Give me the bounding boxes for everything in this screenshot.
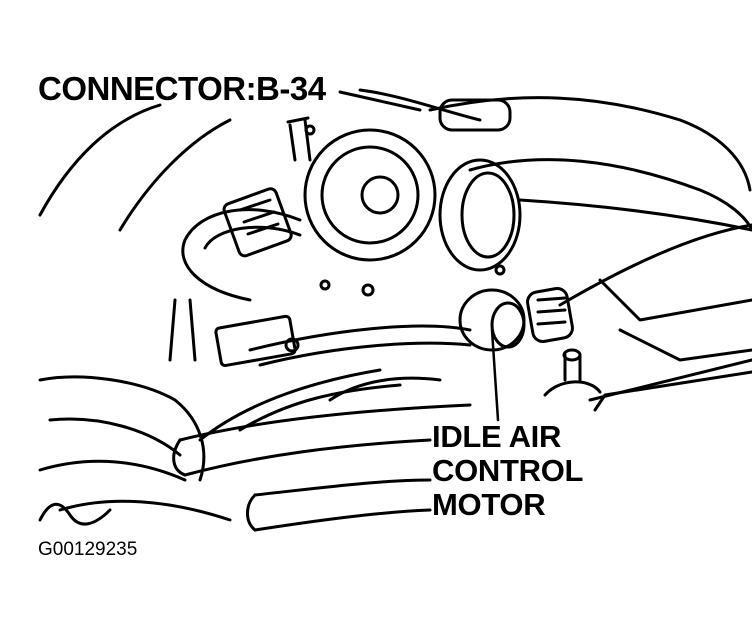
- lower-hose-cap: [172, 438, 187, 477]
- connector-label: CONNECTOR:B-34: [38, 70, 326, 107]
- stud-top: [562, 348, 582, 362]
- iac-motor-label: IDLE AIR CONTROL MOTOR: [432, 420, 583, 522]
- linkage-block: [214, 314, 297, 368]
- lower-hose-bottom-edge: [253, 508, 432, 532]
- left-upper-arc-2: [118, 118, 232, 232]
- connector-leader: [338, 90, 422, 112]
- throttle-body-center: [360, 175, 400, 215]
- left-vertical: [168, 298, 197, 362]
- iac-connector-ribs: [536, 296, 567, 326]
- lower-right-plate-edge: [593, 370, 752, 412]
- vacuum-pipe-top: [286, 116, 310, 124]
- stud-base: [543, 380, 602, 397]
- left-upper-arc: [38, 103, 162, 217]
- iac-label-line-2: CONTROL: [432, 453, 584, 488]
- iac-label-line-1: IDLE AIR: [432, 419, 562, 454]
- intake-flange-inner: [460, 171, 516, 259]
- linkage-pivot: [284, 337, 300, 353]
- left-wire-b: [38, 459, 187, 482]
- mid-cable-c: [328, 376, 442, 402]
- intake-flange: [438, 158, 522, 272]
- long-right-curve: [558, 223, 752, 307]
- lower-hose-upper-edge: [183, 438, 432, 477]
- throttle-body-outer: [303, 128, 437, 262]
- linkage-rail-lower: [258, 341, 472, 367]
- bolt-c: [494, 264, 506, 276]
- upper-hose-lower-edge: [468, 158, 752, 232]
- mid-cable-b: [238, 383, 402, 432]
- lower-hose-bottom: [253, 478, 432, 497]
- right-bracket: [598, 278, 752, 322]
- left-frame: [38, 375, 206, 482]
- connector-hose: [358, 88, 482, 122]
- connector-body: [438, 98, 512, 132]
- bolt-a: [319, 279, 331, 291]
- figure-code: G00129235: [38, 539, 138, 560]
- left-squiggle: [38, 502, 112, 526]
- left-connector: [222, 187, 293, 258]
- linkage-rail: [248, 324, 472, 352]
- iac-motor-face: [490, 301, 526, 349]
- mid-cable-a: [198, 368, 382, 442]
- vacuum-pipe: [288, 118, 312, 162]
- left-connector-ribs: [238, 198, 280, 236]
- left-wire-a: [48, 417, 182, 457]
- left-wire-c: [58, 499, 232, 522]
- right-bracket-lower: [618, 328, 752, 362]
- harness-loop: [181, 208, 302, 302]
- bolt-b: [361, 283, 375, 297]
- iac-leader: [490, 328, 500, 422]
- iac-connector: [526, 286, 574, 344]
- iac-label-line-3: MOTOR: [432, 487, 546, 522]
- lower-hose-bottom-cap: [246, 493, 257, 532]
- throttle-body-ring: [320, 145, 420, 245]
- harness-loop-inner: [203, 225, 302, 250]
- fender-edge: [518, 198, 752, 232]
